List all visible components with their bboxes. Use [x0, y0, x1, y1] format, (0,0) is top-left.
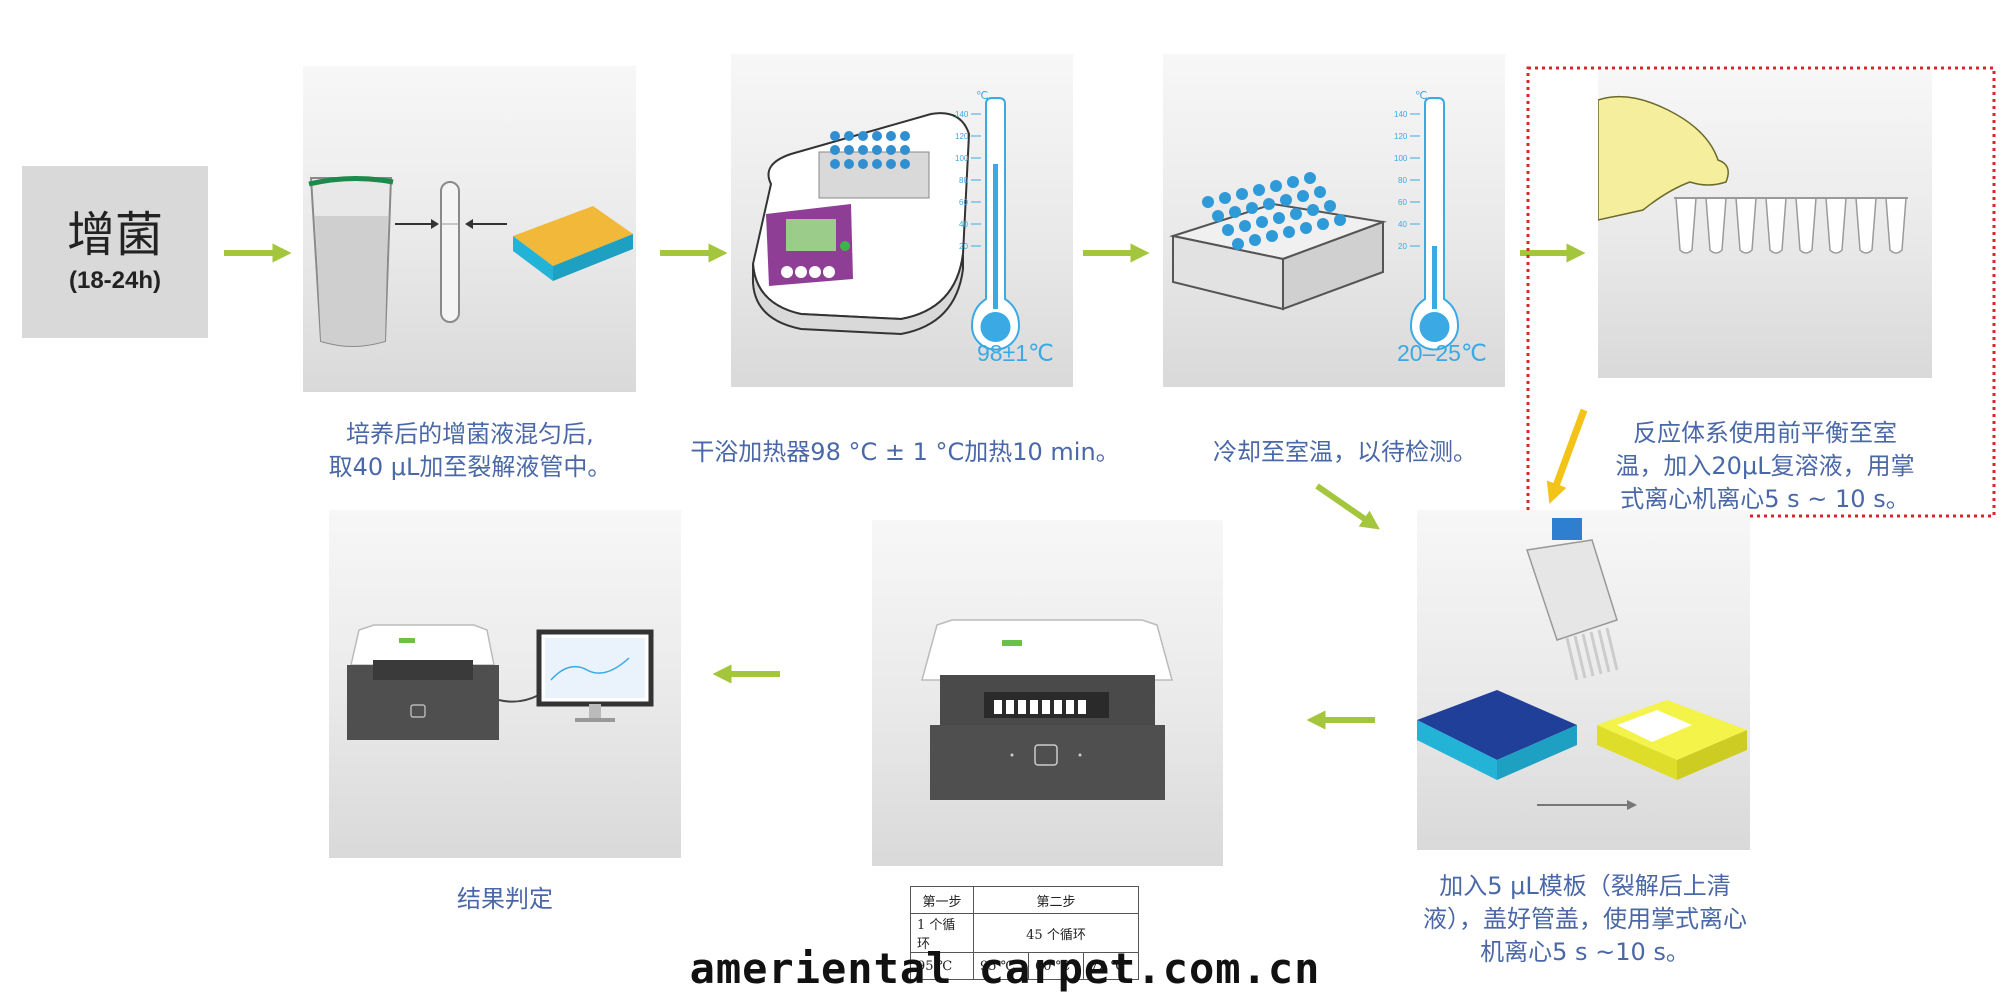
thermo-tick: 100 [1394, 154, 1408, 163]
cycle-temp: 95 ℃ [910, 952, 974, 980]
panel-step-7 [329, 510, 681, 858]
caption-step-1: 培养后的增菌液混匀后, 取40 μL加至裂解液管中。 [300, 418, 640, 484]
cycle-table-wrap: 第一步 第二步 1 个循环 45 个循环 95 ℃ 95 ℃ 60 ℃ 72 ℃ [910, 886, 1139, 980]
start-box-enrichment: 增菌 (18-24h) [22, 166, 208, 338]
highlight-dashed-box [1526, 66, 1996, 518]
caption-line: 培养后的增菌液混匀后, [346, 420, 594, 448]
lysis-illustration [308, 175, 633, 347]
thermo-tick: 40 [959, 220, 968, 229]
thermo-tick: 120 [1394, 132, 1408, 141]
start-subtitle: (18-24h) [68, 267, 162, 295]
caption-step-4: 反应体系使用前平衡至室 温，加入20μL复溶液，用掌 式离心机离心5 s ~ 1… [1600, 417, 1930, 516]
caption-step-3: 冷却至室温，以待检测。 [1180, 436, 1510, 469]
thermo-tick: 120 [955, 132, 969, 141]
caption-line: 加入5 μL模板（裂解后上清 [1439, 872, 1731, 900]
caption-line: 干浴加热器98 °C ± 1 °C加热10 min。 [690, 438, 1120, 466]
panel-step-5 [1417, 510, 1750, 850]
cycle-header-step1: 第一步 [910, 886, 974, 914]
cycle-table: 第一步 第二步 1 个循环 45 个循环 95 ℃ 95 ℃ 60 ℃ 72 ℃ [910, 886, 1139, 980]
pipette-illustration [1417, 518, 1747, 810]
analysis-illustration [347, 624, 654, 740]
caption-line: 式离心机离心5 s ~ 10 s。 [1620, 485, 1910, 514]
caption-line: 冷却至室温，以待检测。 [1213, 438, 1477, 466]
thermo-tick: 100 [955, 154, 969, 163]
panel-step-1 [303, 66, 636, 392]
caption-line: 温，加入20μL复溶液，用掌 [1615, 452, 1915, 481]
tube-strip-illustration [1597, 95, 1908, 254]
caption-line: 液），盖好管盖，使用掌式离心 [1423, 905, 1747, 934]
arrow-down-right [1315, 483, 1380, 530]
caption-line: 反应体系使用前平衡至室 [1633, 419, 1897, 447]
thermo-tick: 140 [955, 110, 969, 119]
thermo-tick: 60 [1398, 198, 1407, 207]
arrow-yellow [1546, 408, 1588, 504]
start-title: 增菌 [66, 206, 163, 263]
cooling-illustration: ℃ 140 120 100 80 60 40 20 [1169, 90, 1460, 351]
panel-step-6 [872, 520, 1223, 866]
thermo-tick: 80 [959, 176, 968, 185]
cycle-temp: 60 ℃ [1028, 952, 1084, 980]
caption-step-5: 加入5 μL模板（裂解后上清 液），盖好管盖，使用掌式离心 机离心5 s ~10… [1400, 870, 1770, 969]
thermo-unit-label: ℃ [1415, 90, 1427, 102]
thermo-tick: 80 [1398, 176, 1407, 185]
panel-step-4 [1597, 70, 1932, 378]
temp-label-heating: 98±1℃ [977, 340, 1054, 366]
caption-step-7: 结果判定 [340, 883, 670, 916]
heater-illustration: ℃ 140 120 100 80 60 40 20 [751, 90, 1021, 351]
caption-line: 机离心5 s ~10 s。 [1480, 938, 1690, 967]
thermo-tick: 20 [959, 242, 968, 251]
caption-line: 结果判定 [457, 885, 553, 913]
panel-step-2: ℃ 140 120 100 80 60 40 20 98±1℃ [731, 54, 1073, 387]
caption-line: 取40 μL加至裂解液管中。 [328, 453, 612, 482]
cycle-header-step2: 第二步 [973, 886, 1139, 914]
cycle-count-step1: 1 个循环 [910, 913, 974, 953]
caption-step-2: 干浴加热器98 °C ± 1 °C加热10 min。 [650, 436, 1160, 469]
thermo-tick: 20 [1398, 242, 1407, 251]
cycle-temp: 72 ℃ [1083, 952, 1139, 980]
thermo-tick: 60 [959, 198, 968, 207]
pcr-instrument-illustration [921, 619, 1173, 800]
thermo-unit-label: ℃ [976, 90, 988, 102]
thermo-tick: 140 [1394, 110, 1408, 119]
thermo-tick: 40 [1398, 220, 1407, 229]
watermark-text: ameriental carpet.com.cn [689, 944, 1321, 993]
temp-label-cooling: 20–25℃ [1397, 340, 1487, 366]
panel-step-3: ℃ 140 120 100 80 60 40 20 20–25℃ [1163, 54, 1505, 387]
